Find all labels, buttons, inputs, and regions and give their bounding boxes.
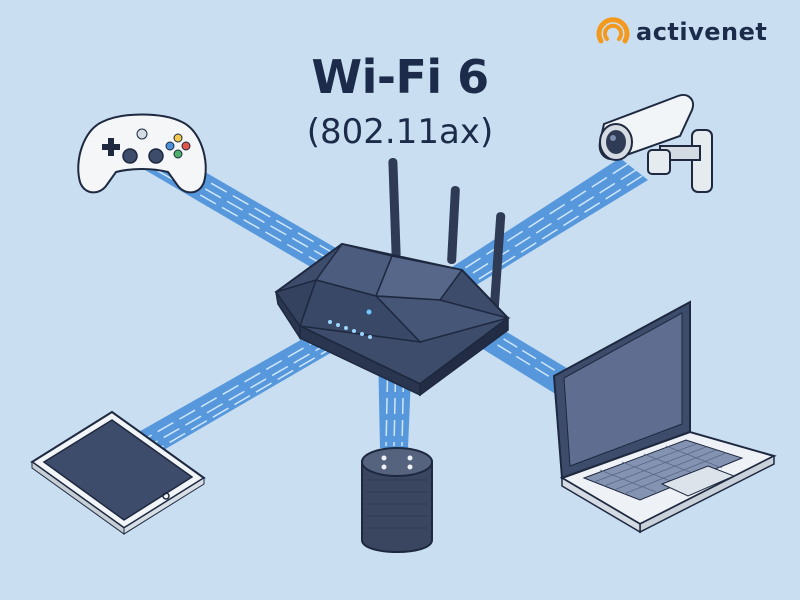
beam-camera [432, 158, 648, 298]
brand-logo-mark [596, 17, 630, 44]
beam-tablet [128, 312, 370, 458]
brand-name: activenet [636, 18, 768, 46]
security-camera-icon [598, 94, 713, 193]
smart-speaker-icon [361, 447, 433, 553]
page-title: Wi-Fi 6 [311, 50, 489, 104]
game-controller-icon [77, 113, 207, 194]
laptop-icon [552, 300, 777, 534]
brand-logo: activenet [596, 14, 767, 50]
page-subtitle: (802.11ax) [306, 112, 494, 152]
router-icon [274, 157, 511, 397]
tablet-icon [30, 410, 206, 535]
